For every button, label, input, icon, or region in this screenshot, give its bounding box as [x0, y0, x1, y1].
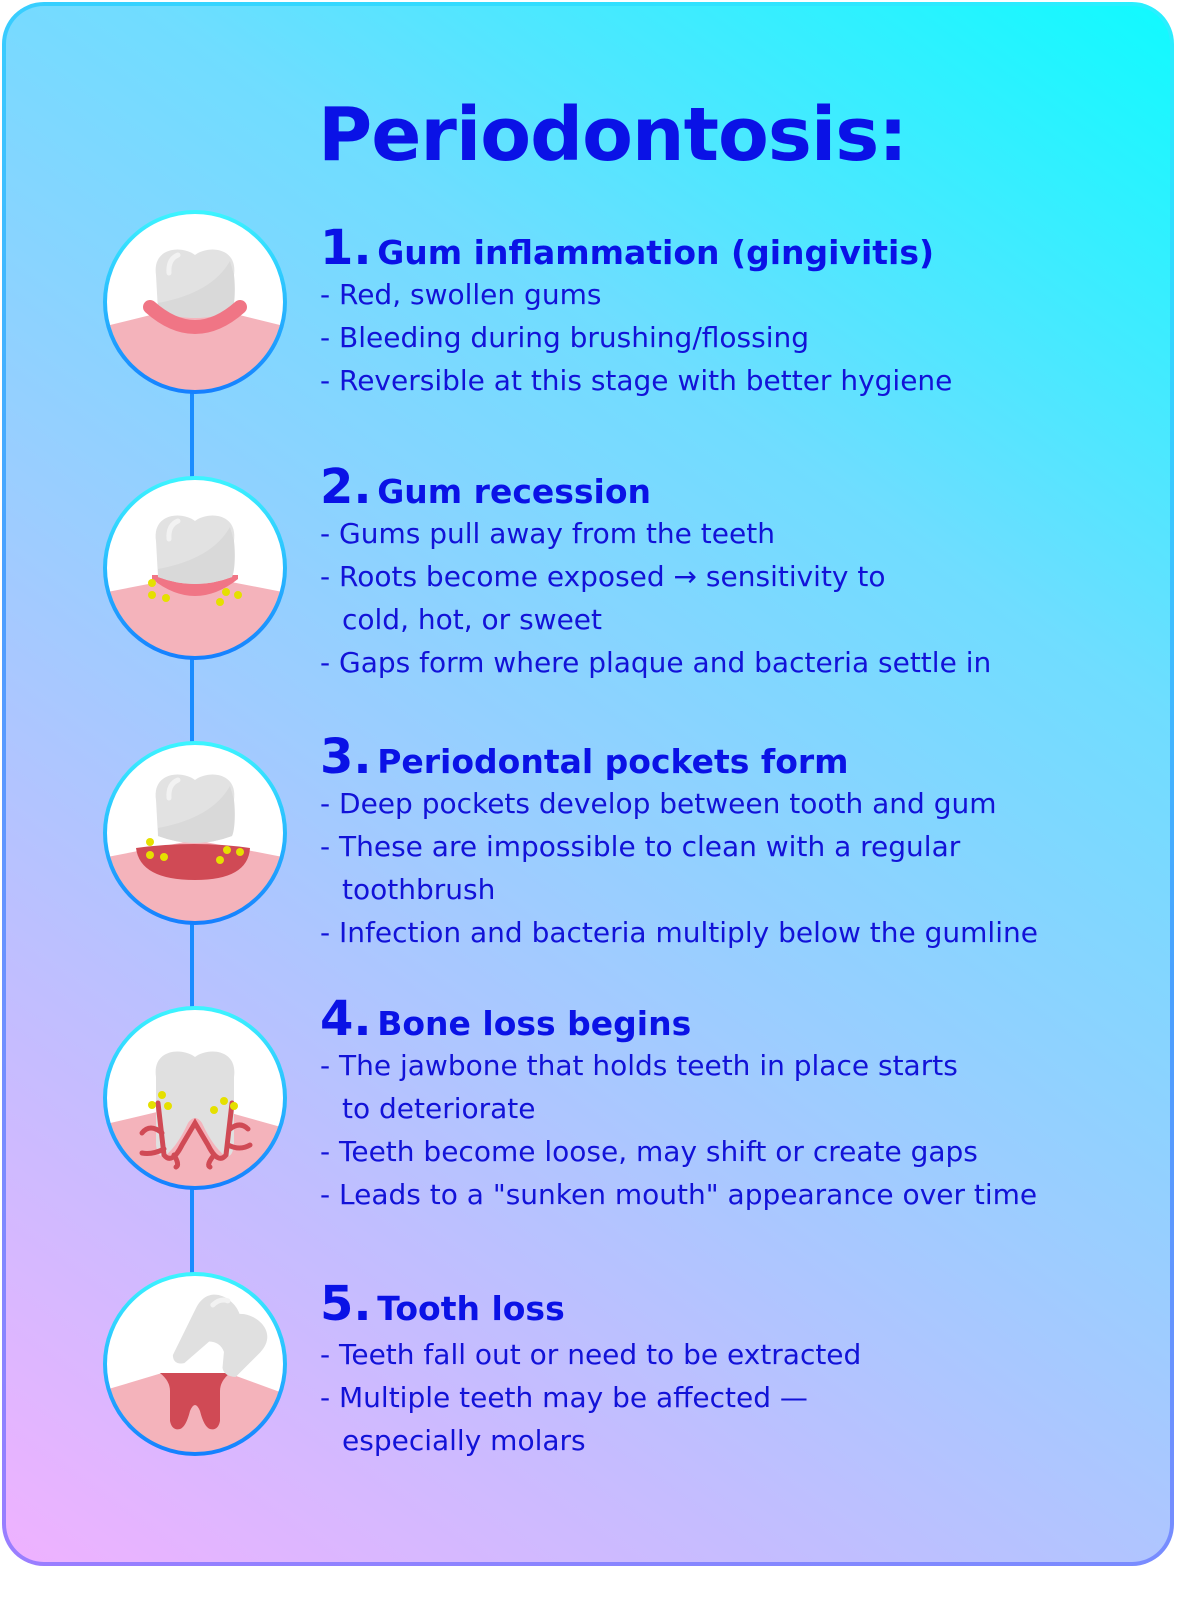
step-title: Periodontal pockets form — [377, 742, 849, 781]
step-heading: 2. Gum recession — [320, 462, 991, 512]
bullet: - Teeth become loose, may shift or creat… — [320, 1135, 978, 1168]
timeline-connector — [190, 392, 194, 482]
bullet: - The jawbone that holds teeth in place … — [320, 1049, 958, 1082]
bullet: - Teeth fall out or need to be extracted — [320, 1338, 862, 1371]
step-number: 5. — [320, 1276, 372, 1332]
bullet: - Gums pull away from the teeth — [320, 517, 775, 550]
bullet-continuation: to deteriorate — [342, 1092, 536, 1125]
step-title: Bone loss begins — [377, 1004, 692, 1043]
step-title: Gum inflammation (gingivitis) — [377, 233, 935, 272]
step-heading: 5. Tooth loss — [320, 1279, 861, 1329]
inflamed-gum-tooth-icon — [103, 210, 287, 394]
bullet: - Gaps form where plaque and bacteria se… — [320, 646, 992, 679]
bone-loss-tooth-icon — [103, 1006, 287, 1190]
step-2: 2. Gum recession - Gums pull away from t… — [320, 462, 991, 684]
step-number: 4. — [320, 991, 372, 1047]
step-number: 3. — [320, 729, 372, 785]
step-number: 2. — [320, 459, 372, 515]
receding-gum-tooth-icon — [103, 476, 287, 660]
bullet: - Red, swollen gums — [320, 278, 602, 311]
step-1: 1. Gum inflammation (gingivitis) - Red, … — [320, 223, 952, 402]
bullet: - Infection and bacteria multiply below … — [320, 916, 1038, 949]
step-heading: 3. Periodontal pockets form — [320, 732, 1038, 782]
step-4: 4. Bone loss begins - The jawbone that h… — [320, 994, 1037, 1216]
step-title: Gum recession — [377, 472, 652, 511]
bullet-continuation: toothbrush — [342, 873, 496, 906]
timeline-connector — [190, 923, 194, 1013]
bullet-continuation: cold, hot, or sweet — [342, 603, 602, 636]
step-heading: 1. Gum inflammation (gingivitis) — [320, 223, 952, 273]
bullet: - Deep pockets develop between tooth and… — [320, 787, 997, 820]
bullet: - Reversible at this stage with better h… — [320, 364, 953, 397]
bullet: - Leads to a "sunken mouth" appearance o… — [320, 1178, 1038, 1211]
step-3: 3. Periodontal pockets form - Deep pocke… — [320, 732, 1038, 954]
timeline-connector — [190, 658, 194, 748]
timeline-connector — [190, 1188, 194, 1278]
periodontal-pocket-tooth-icon — [103, 741, 287, 925]
tooth-loss-icon — [103, 1272, 287, 1456]
bullet-continuation: especially molars — [342, 1424, 586, 1457]
bullet: - These are impossible to clean with a r… — [320, 830, 961, 863]
bullet: - Multiple teeth may be affected — — [320, 1381, 808, 1414]
step-heading: 4. Bone loss begins — [320, 994, 1037, 1044]
step-title: Tooth loss — [377, 1289, 565, 1328]
step-number: 1. — [320, 220, 372, 276]
bullet: - Bleeding during brushing/flossing — [320, 321, 809, 354]
page-title: Periodontosis: — [318, 92, 908, 178]
step-5: 5. Tooth loss - Teeth fall out or need t… — [320, 1279, 861, 1462]
bullet: - Roots become exposed → sensitivity to — [320, 560, 886, 593]
